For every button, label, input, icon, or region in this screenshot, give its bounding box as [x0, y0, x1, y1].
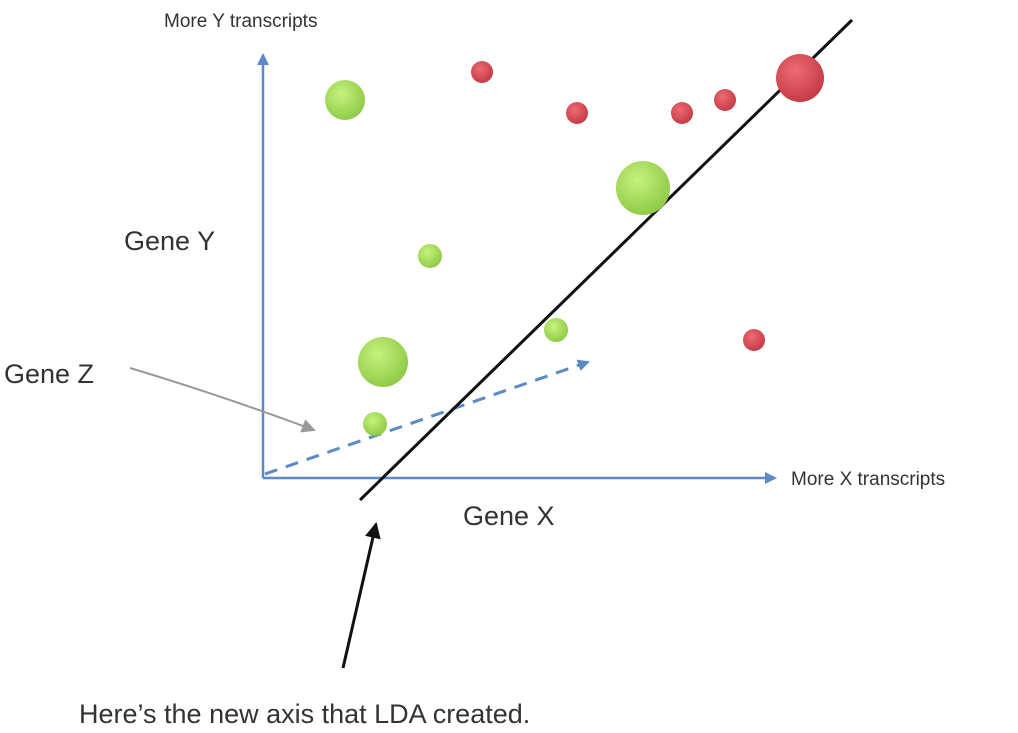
gene-y-label: Gene Y [124, 226, 215, 256]
green-point [616, 161, 670, 215]
red-point [743, 329, 765, 351]
red-point [714, 89, 736, 111]
green-point [418, 244, 442, 268]
red-point [671, 102, 693, 124]
red-point [776, 54, 824, 102]
x-axis-end-label: More X transcripts [791, 469, 945, 490]
green-point [358, 337, 408, 387]
green-point [325, 80, 365, 120]
gene-z-label: Gene Z [4, 359, 94, 389]
caption-text: Here’s the new axis that LDA created. [79, 699, 530, 729]
y-axis-end-label: More Y transcripts [164, 11, 317, 32]
caption-arrow [341, 522, 381, 669]
gene-z-pointer-arrow [129, 367, 316, 433]
red-point [471, 61, 493, 83]
z-axis-dashed [264, 359, 590, 476]
green-point [363, 412, 387, 436]
gene-x-label: Gene X [463, 501, 555, 531]
red-point [566, 102, 588, 124]
green-point [544, 318, 568, 342]
lda-axis-line [358, 18, 854, 502]
